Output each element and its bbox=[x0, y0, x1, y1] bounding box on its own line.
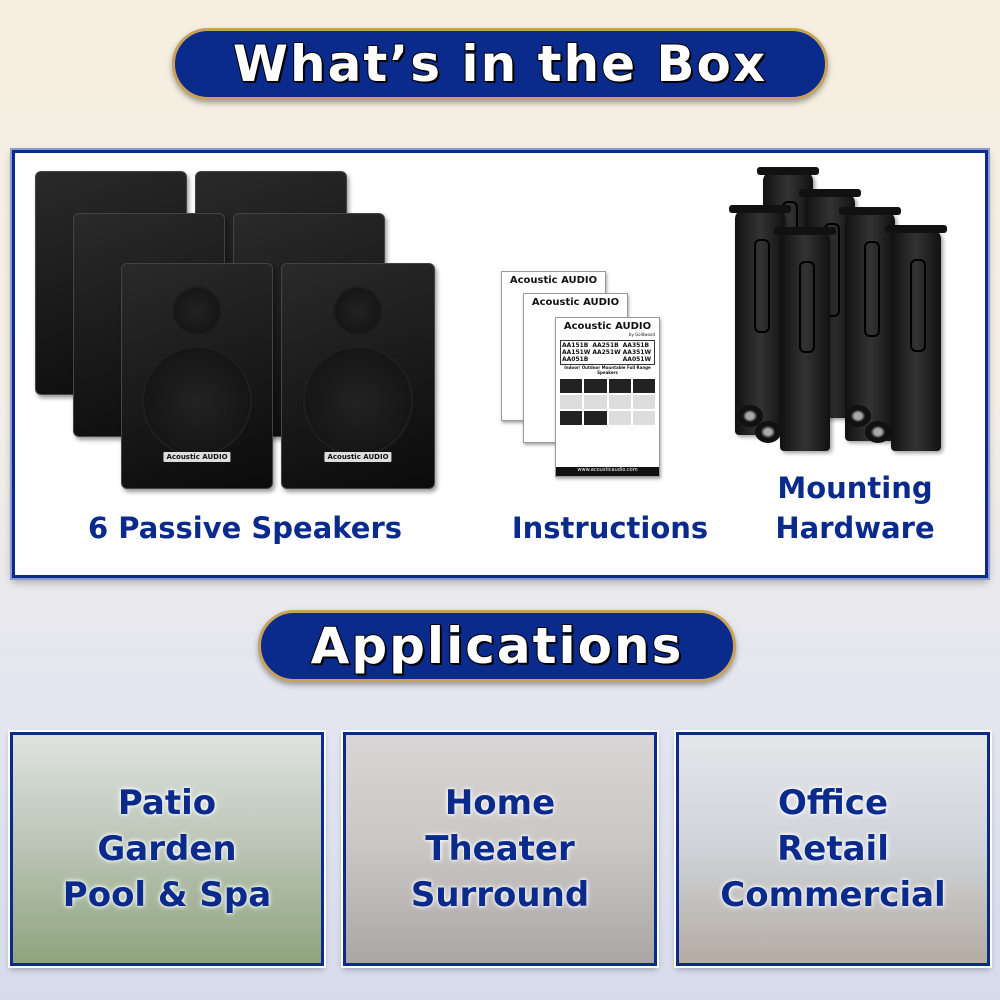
application-line: Office bbox=[777, 783, 889, 823]
tweeter bbox=[333, 286, 383, 336]
sheet-brand: Acoustic AUDIO bbox=[531, 297, 620, 308]
bracket bbox=[885, 225, 947, 451]
bracket bbox=[729, 205, 791, 435]
bracket bbox=[774, 227, 836, 451]
application-line: Theater bbox=[425, 829, 575, 869]
mounting-knob bbox=[755, 421, 781, 443]
model: AA351B bbox=[622, 342, 650, 349]
applications-banner: Applications bbox=[258, 610, 736, 682]
hardware-caption-line2: Hardware bbox=[775, 511, 935, 545]
speakers-caption: 6 Passive Speakers bbox=[87, 511, 403, 545]
model: AA151B bbox=[562, 342, 589, 349]
banner-title: What’s in the Box bbox=[232, 34, 768, 94]
model: AA251B bbox=[592, 342, 619, 349]
sheet-subtitle: Indoor/ Outdoor Mountable Full Range Spe… bbox=[564, 365, 651, 375]
application-line: Pool & Spa bbox=[62, 875, 272, 915]
applications-title: Applications bbox=[310, 616, 684, 676]
model: AA051W bbox=[622, 356, 652, 363]
whats-in-the-box-banner: What’s in the Box bbox=[172, 28, 828, 100]
model: AA351W bbox=[622, 349, 652, 356]
mounting-knob bbox=[865, 421, 891, 443]
application-line: Home bbox=[444, 783, 556, 823]
instructions-caption: Instructions bbox=[511, 511, 709, 545]
application-line: Garden bbox=[97, 829, 237, 869]
woofer bbox=[142, 346, 252, 456]
sheet-byline: by Goldwood bbox=[628, 332, 655, 337]
application-panel-outdoor: Patio Garden Pool & Spa bbox=[10, 732, 324, 966]
application-line: Patio bbox=[117, 783, 217, 823]
hardware-caption-line1: Mounting bbox=[777, 471, 933, 505]
box-contents-panel: Acoustic AUDIO Acoustic AUDIO 6 Passive … bbox=[12, 150, 988, 578]
sheet-url: www.acousticaudio.com bbox=[556, 467, 659, 476]
application-line: Surround bbox=[410, 875, 590, 915]
application-line: Retail bbox=[777, 829, 889, 869]
woofer bbox=[303, 346, 413, 456]
speaker-logo: Acoustic AUDIO bbox=[324, 452, 392, 462]
speaker: Acoustic AUDIO bbox=[121, 263, 273, 489]
model: AA251W bbox=[592, 349, 621, 356]
application-panel-home: Home Theater Surround bbox=[343, 732, 657, 966]
application-line: Commercial bbox=[720, 875, 946, 915]
application-panel-commercial: Office Retail Commercial bbox=[676, 732, 990, 966]
sheet-brand: Acoustic AUDIO bbox=[509, 275, 598, 286]
mounting-knob bbox=[845, 405, 871, 427]
model: AA151W bbox=[562, 349, 591, 356]
sheet-brand: Acoustic AUDIO bbox=[563, 321, 652, 332]
product-thumbnails bbox=[560, 379, 655, 425]
speaker: Acoustic AUDIO bbox=[281, 263, 435, 489]
mounting-knob bbox=[737, 405, 763, 427]
model: AA051B bbox=[562, 356, 589, 363]
hardware-caption: Mounting Hardware bbox=[750, 468, 960, 548]
tweeter bbox=[172, 286, 222, 336]
speaker-logo: Acoustic AUDIO bbox=[163, 452, 231, 462]
bracket bbox=[839, 207, 901, 441]
model bbox=[592, 356, 622, 363]
